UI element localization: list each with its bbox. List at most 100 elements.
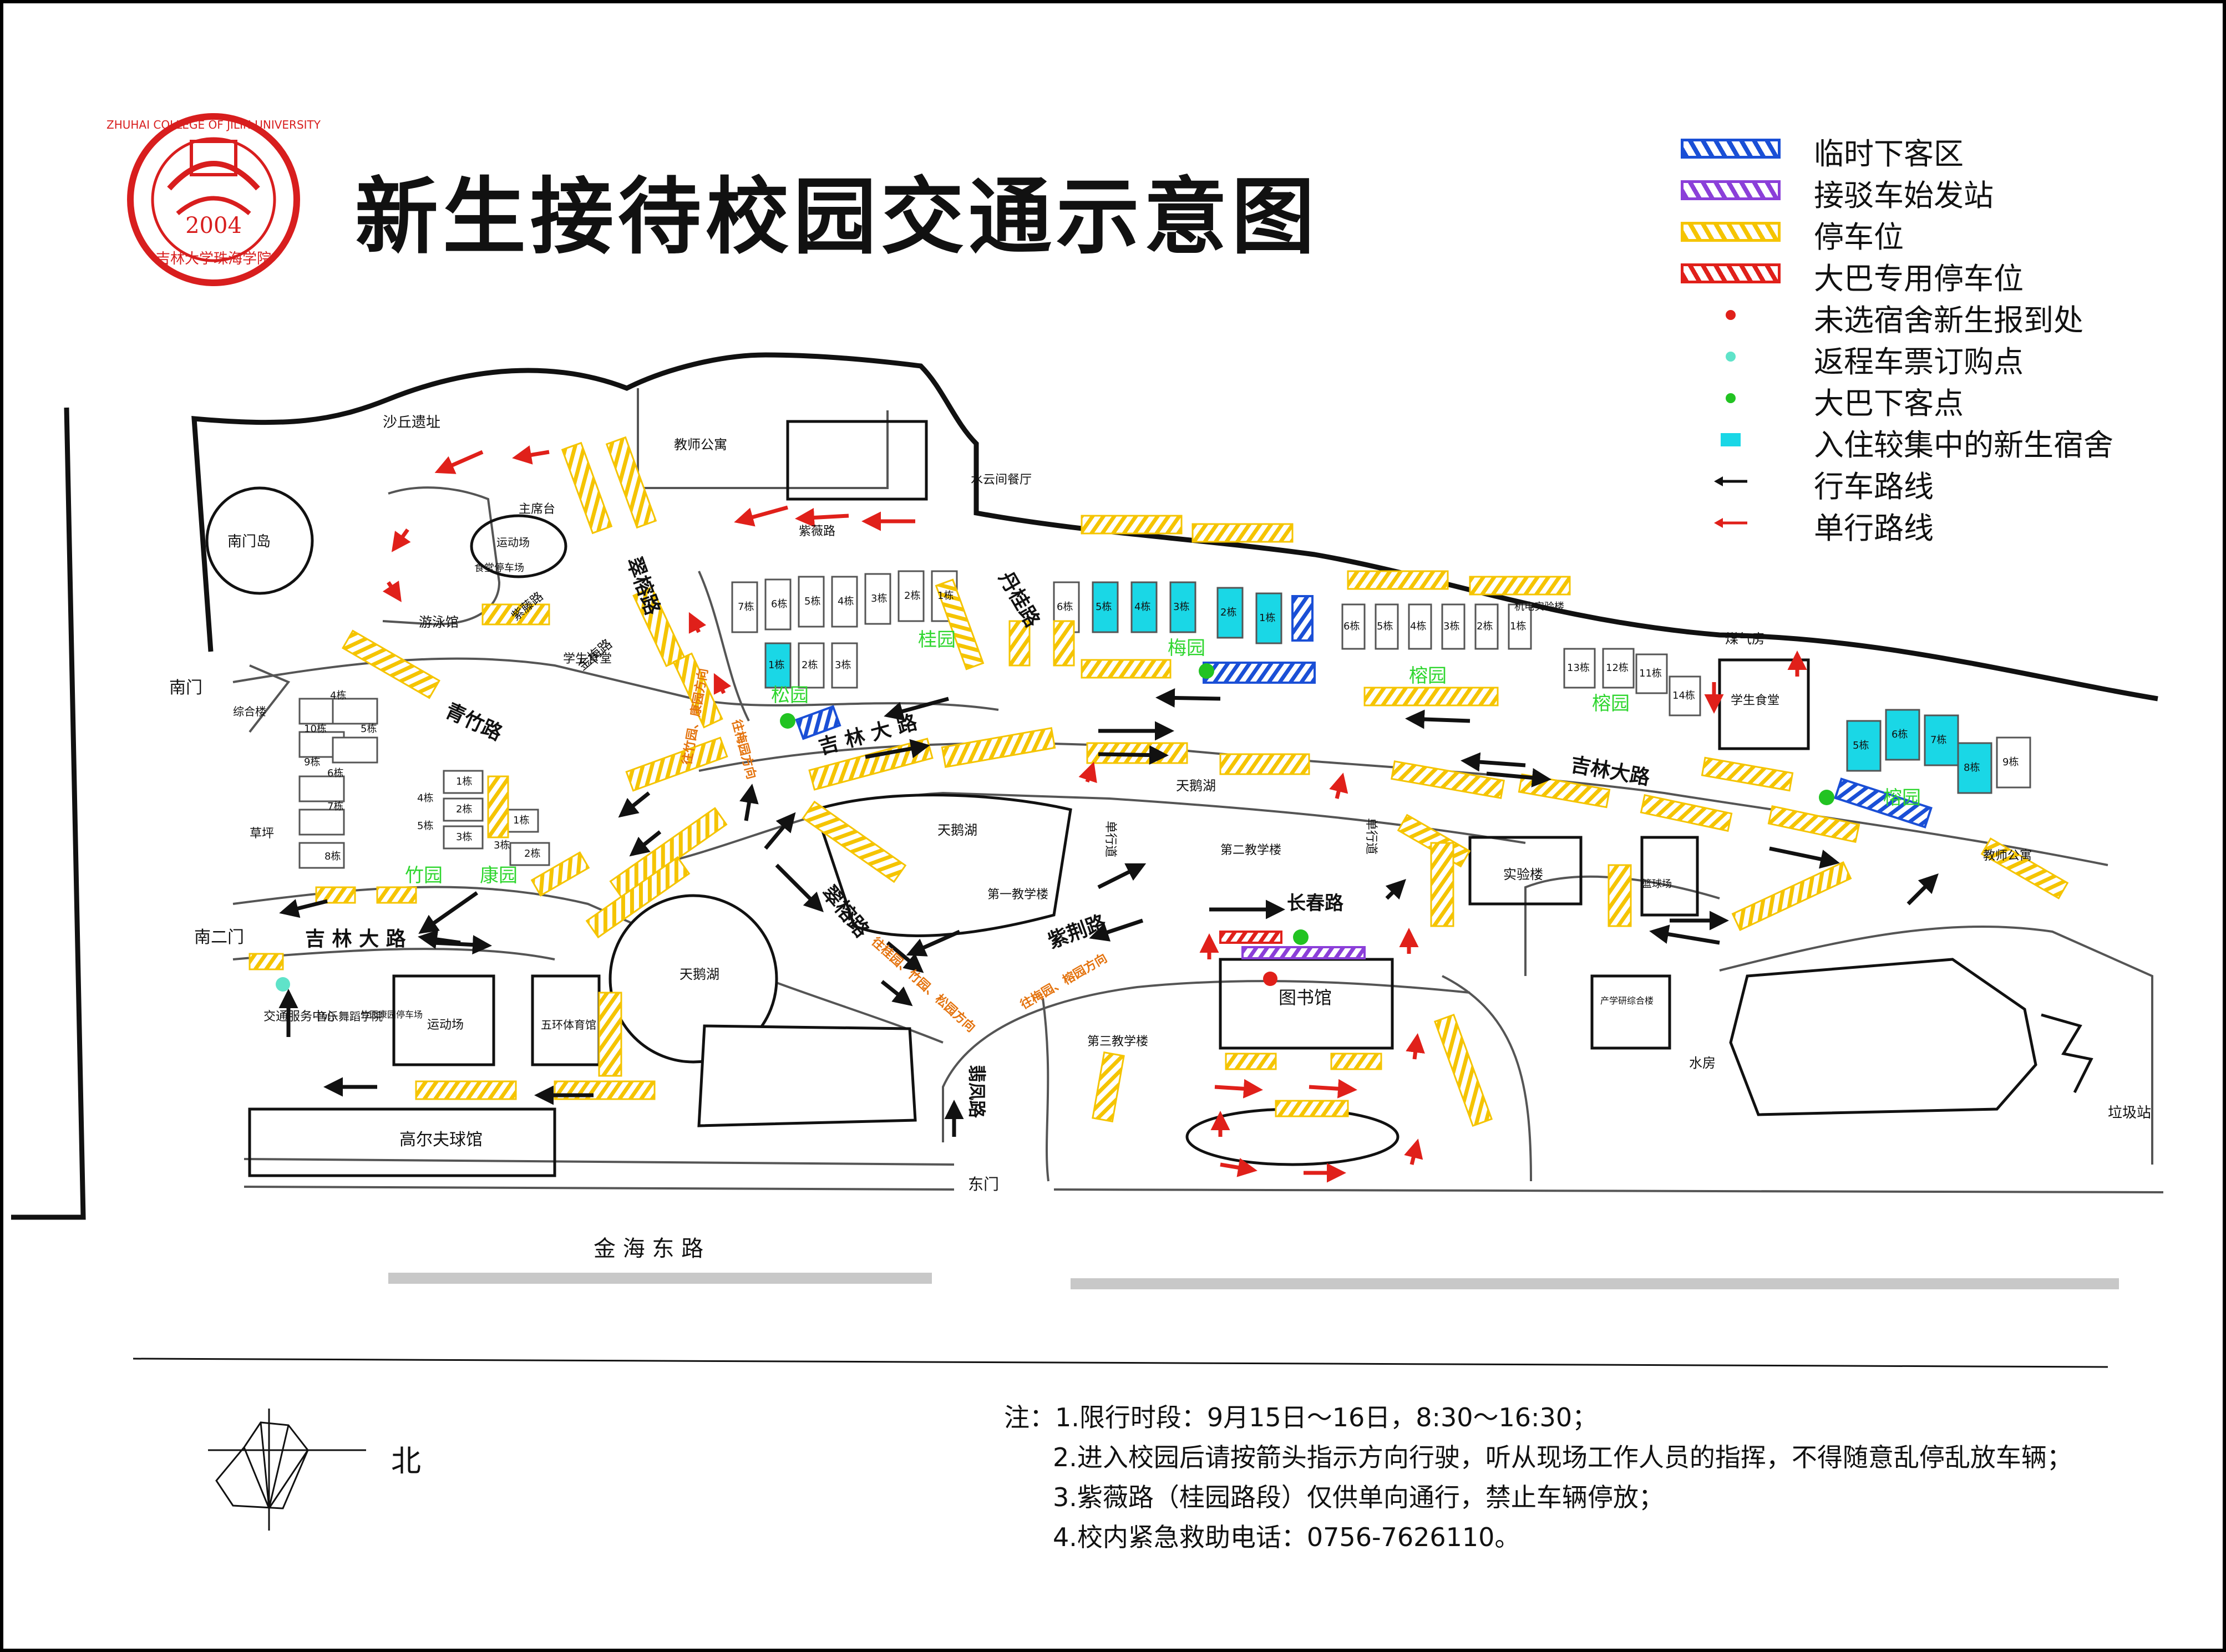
- label-nanmen-island: 南门岛: [227, 533, 271, 550]
- rong-n-1: 1栋: [1510, 621, 1526, 632]
- legend-label-dropoff: 临时下客区: [1814, 136, 1964, 171]
- label-danxing-1: 单行道: [1103, 821, 1117, 857]
- legend-label-registration: 未选宿舍新生报到处: [1814, 303, 2083, 338]
- label-danxing-2: 单行道: [1364, 818, 1378, 855]
- label-tianehu-east: 天鹅湖: [1176, 778, 1216, 794]
- logo-year: 2004: [185, 213, 242, 238]
- zone-labels: 桂园 松园 梅园 榕园 榕园 榕园 竹园 康园: [405, 629, 1921, 887]
- route-arrow-icon: [1714, 476, 1747, 486]
- rong-e-12: 12栋: [1606, 662, 1629, 674]
- legend-item-ticket: 返程车票订购点: [1664, 334, 2197, 379]
- label-qingzhu-road: 青竹路: [442, 699, 506, 745]
- oneway-arrow-icon: [1714, 518, 1747, 528]
- label-wuhuan-gym: 五环体育馆: [541, 1018, 596, 1031]
- kang-4: 4栋: [417, 792, 433, 804]
- label-water: 水房: [1689, 1055, 1716, 1071]
- note-4: 4.校内紧急救助电话：0756-7626110。: [1053, 1522, 1520, 1552]
- zhu-10: 10栋: [304, 723, 327, 735]
- legend-item-registration: 未选宿舍新生报到处: [1664, 293, 2197, 338]
- legend-label-route: 行车路线: [1814, 469, 1934, 504]
- dorm-rect-icon: [1721, 433, 1741, 446]
- label-sand: 沙丘遗址: [383, 414, 440, 431]
- gui-5: 5栋: [804, 596, 820, 607]
- label-teacher-apt2: 教师公寓: [1983, 849, 2032, 863]
- label-teach1: 第一教学楼: [987, 888, 1048, 902]
- kang-b2: 2栋: [524, 848, 540, 860]
- label-jinhai-road: 金 海 东 路: [594, 1236, 703, 1262]
- gui-7: 7栋: [738, 601, 754, 613]
- golf-block: [248, 1107, 556, 1177]
- legend-label-ticket: 返程车票订购点: [1814, 344, 2024, 379]
- label-music-college: 音乐舞蹈学院: [316, 1010, 383, 1023]
- zone-rongyuan-north: 榕园: [1409, 665, 1447, 687]
- east-lake: [1729, 958, 2037, 1116]
- gui-1: 1栋: [937, 590, 954, 602]
- dorm-buildings: [298, 570, 2031, 869]
- rong-n-6: 6栋: [1343, 621, 1360, 632]
- oneway-arrows: [382, 445, 1807, 1183]
- label-industry: 产学研综合楼: [1600, 995, 1654, 1006]
- zone-zhuyuan: 竹园: [405, 865, 443, 887]
- zone-guiyuan: 桂园: [918, 629, 956, 651]
- zhu-6: 6栋: [327, 767, 343, 779]
- zhu-7: 7栋: [327, 801, 343, 812]
- gui-4: 4栋: [838, 596, 854, 607]
- mei-6: 6栋: [1057, 601, 1073, 613]
- label-golf: 高尔夫球馆: [399, 1130, 483, 1150]
- label-zhuxitai: 主席台: [519, 502, 555, 516]
- label-zhuyuan-park: 竹园康园停车场: [361, 1009, 423, 1020]
- rong-n-4: 4栋: [1410, 621, 1426, 632]
- rong-far-8: 8栋: [1964, 762, 1980, 774]
- label-danggui-road: 丹桂路: [994, 568, 1044, 632]
- bus-stop-dot-3: [1293, 929, 1309, 945]
- zone-songyuan: 松园: [771, 684, 809, 706]
- legend-label-parking: 停车位: [1814, 220, 1904, 255]
- basketball-block: [1640, 836, 1699, 917]
- label-tianehu-west: 天鹅湖: [680, 967, 719, 982]
- parking-areas: [249, 436, 2069, 1127]
- legend-item-bus-parking: 大巴专用停车位: [1664, 251, 2197, 296]
- zone-rongyuan-far: 榕园: [1883, 787, 1921, 809]
- rong-e-11: 11栋: [1639, 668, 1662, 679]
- legend-item-dropoff: 临时下客区: [1664, 126, 2197, 171]
- label-canteen2: 学生食堂: [1731, 694, 1779, 708]
- rong-far-5: 5栋: [1853, 740, 1869, 751]
- label-south-gate: 南门: [169, 678, 202, 698]
- label-east-gate: 东门: [968, 1175, 999, 1193]
- zigzag-right: [2041, 1013, 2093, 1094]
- gui-2: 2栋: [904, 590, 920, 602]
- legend-item-dorms: 入住较集中的新生宿舍: [1664, 418, 2197, 462]
- rong-e-14: 14栋: [1672, 690, 1695, 702]
- ticket-dot-icon: [1726, 352, 1736, 362]
- rong-far-7: 7栋: [1930, 734, 1946, 746]
- kang-2: 2栋: [456, 804, 472, 815]
- label-teacher-apt: 教师公寓: [674, 437, 727, 453]
- label-grass: 草坪: [250, 827, 274, 841]
- song-1: 1栋: [768, 659, 784, 671]
- label-gas: 煤气房: [1725, 631, 1765, 647]
- zone-rongyuan-east: 榕园: [1592, 693, 1630, 715]
- parking-swatch-icon: [1681, 222, 1781, 242]
- label-tianehu-center: 天鹅湖: [937, 822, 977, 838]
- rong-e-13: 13栋: [1567, 662, 1590, 674]
- label-jidian-lab: 机电实验楼: [1514, 601, 1564, 613]
- divider-lines: [133, 1358, 2108, 1368]
- mei-1: 1栋: [1259, 612, 1275, 624]
- registration-dot: [1263, 972, 1277, 986]
- north-compass-icon: [208, 1409, 366, 1531]
- zhu-4: 4栋: [330, 690, 346, 702]
- route-label-meiyuan: 往梅园方向: [729, 718, 759, 781]
- legend-item-bus-stop: 大巴下客点: [1664, 376, 2197, 421]
- teacher-apt-block: [786, 420, 928, 501]
- label-sports-field: 运动场: [496, 536, 530, 549]
- label-teach3: 第三教学楼: [1087, 1035, 1148, 1049]
- dropoff-swatch-icon: [1681, 139, 1781, 159]
- bus-stop-dot-2: [1199, 663, 1214, 679]
- registration-dot-icon: [1726, 310, 1736, 320]
- legend-label-bus-parking: 大巴专用停车位: [1814, 261, 2024, 296]
- rong-far-6: 6栋: [1892, 729, 1908, 740]
- legend-item-parking: 停车位: [1664, 210, 2197, 255]
- kang-5: 5栋: [417, 820, 433, 832]
